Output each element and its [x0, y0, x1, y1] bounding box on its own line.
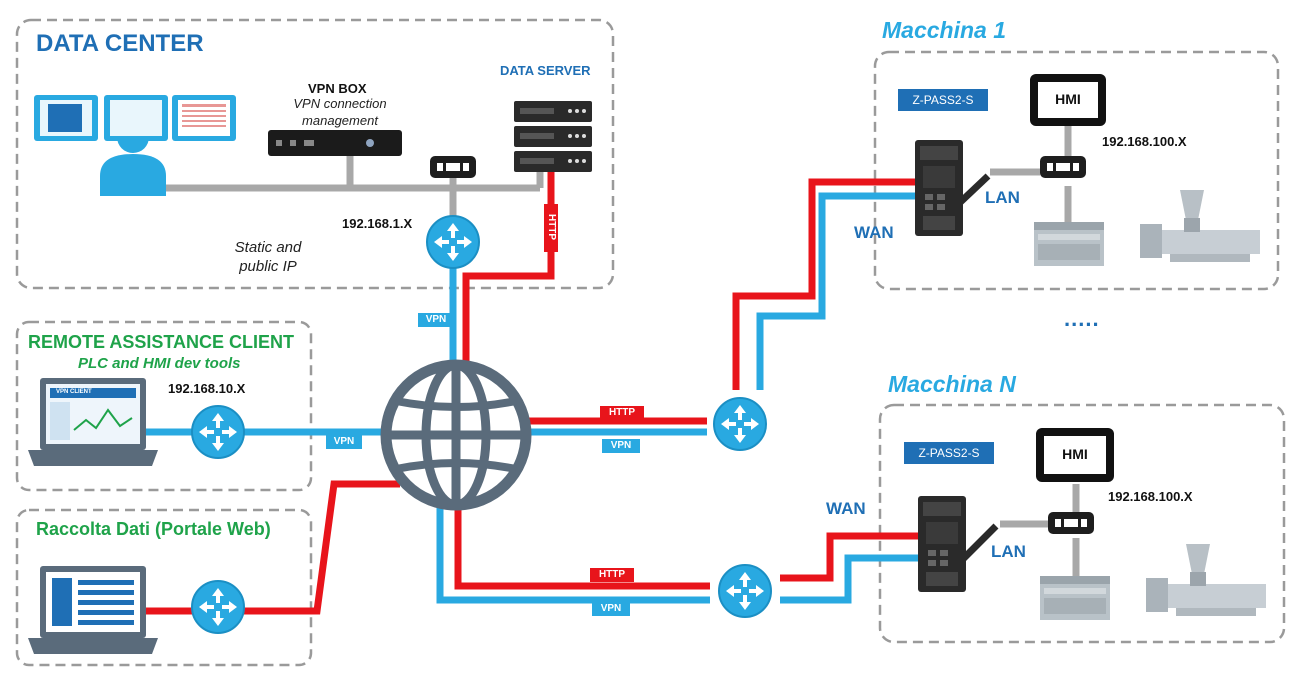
machine1-ip: 192.168.100.X: [1102, 134, 1187, 149]
machineN-lan: LAN: [991, 542, 1026, 561]
http-tag-vertical: HTTP: [544, 204, 558, 252]
remote-client-box: [15, 320, 313, 492]
raccolta-box: [15, 508, 313, 667]
top-http-tag: HTTP: [600, 406, 644, 420]
server-icon: [514, 101, 592, 172]
hmi-panel: [1036, 428, 1114, 482]
machineN-wan: WAN: [826, 499, 866, 518]
remote-client-title: REMOTE ASSISTANCE CLIENT: [28, 332, 295, 352]
machineN-ip: 192.168.100.X: [1108, 489, 1193, 504]
bottom-http-tag: HTTP: [590, 568, 634, 582]
bottom-vpn-tag: VPN: [592, 602, 630, 616]
router-icon: [191, 405, 245, 459]
antenna: [949, 173, 991, 213]
plc-icon: [1040, 576, 1110, 620]
machineN-device-label: Z-PASS2-S: [904, 442, 994, 464]
monitor-icon: [34, 95, 236, 141]
static-ip-2: public IP: [239, 258, 297, 275]
switch-icon: [1040, 156, 1086, 178]
gateway-device-icon: [918, 496, 966, 592]
laptop-icon: [28, 378, 158, 466]
extruder-icon: [1140, 190, 1260, 262]
data-server-label: DATA SERVER: [500, 63, 591, 78]
dc-vpn-tag: VPN: [418, 313, 454, 327]
switch-icon: [1048, 512, 1094, 534]
router-icon: [191, 580, 245, 634]
machine1-device-label: Z-PASS2-S: [898, 89, 988, 111]
client-vpn-tag: VPN: [326, 435, 362, 449]
vpn-lines: [144, 192, 918, 604]
hmi-panel: [1030, 74, 1106, 126]
http-tag-vertical-label: HTTP: [546, 213, 557, 241]
http-lines: [144, 172, 918, 615]
machine1-lan: LAN: [985, 188, 1020, 207]
static-ip-1: Static and: [234, 239, 302, 256]
machineN-box: [878, 403, 1286, 644]
data-center-title: DATA CENTER: [36, 30, 204, 57]
machine1-wan: WAN: [854, 223, 894, 242]
raccolta-title: Raccolta Dati (Portale Web): [36, 519, 271, 539]
laptop-icon: [28, 566, 158, 654]
router-icon: [713, 397, 767, 451]
extruder-icon: [1146, 544, 1266, 616]
dc-lan-lines: [155, 156, 544, 222]
plc-icon: [1034, 222, 1104, 266]
vpn-box-desc-2: management: [302, 113, 378, 128]
data-center-box: [15, 18, 615, 290]
remote-client-subtitle: PLC and HMI dev tools: [78, 355, 241, 372]
laptop-screen-text: VPN CLIENT: [56, 389, 92, 395]
switch-icon: [430, 156, 476, 178]
machine-lan-lines: [990, 126, 1080, 578]
machineN-title: Macchina N: [888, 371, 1016, 397]
machines-ellipsis: .....: [1064, 306, 1100, 331]
antenna: [959, 523, 999, 563]
globe-icon: [380, 359, 532, 511]
router-icon: [718, 564, 772, 618]
machine1-hmi-label: HMI: [1055, 91, 1081, 107]
dc-router-ip: 192.168.1.X: [342, 216, 413, 231]
router-icon: [426, 215, 480, 269]
gateway-device-icon: [915, 140, 963, 236]
top-vpn-tag: VPN: [602, 439, 640, 453]
machine1-title: Macchina 1: [882, 17, 1006, 43]
vpn-box-desc-1: VPN connection: [293, 96, 387, 111]
machine1-box: [873, 50, 1280, 291]
vpn-box-device: [268, 130, 402, 156]
remote-client-ip: 192.168.10.X: [168, 381, 246, 396]
vpn-box-title: VPN BOX: [308, 81, 367, 96]
machineN-hmi-label: HMI: [1062, 446, 1088, 462]
